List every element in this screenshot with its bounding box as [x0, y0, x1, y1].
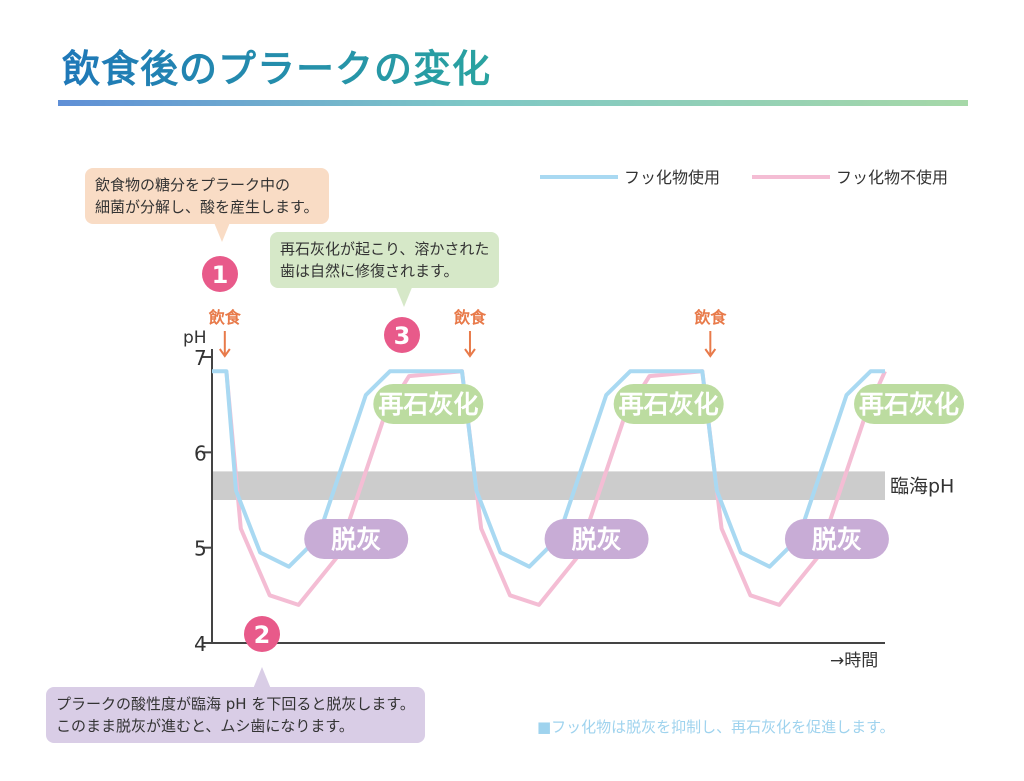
- meal-arrowhead: [464, 348, 476, 358]
- meal-arrowhead: [218, 348, 231, 358]
- demineral-label: 脱灰: [812, 525, 862, 554]
- callout-sugar-line-2: 細菌が分解し、酸を産生します。: [95, 198, 319, 216]
- callout-demineral: プラークの酸性度が臨海 pH を下回ると脱灰します。 このまま脱灰が進むと、ムシ…: [46, 687, 425, 743]
- step-badge-2-number: 2: [254, 621, 271, 649]
- step-badge-1-number: 1: [212, 261, 229, 289]
- callout-demineral-tail: [253, 667, 271, 689]
- remineral-pill: [854, 384, 965, 424]
- legend-label-fluoride: フッ化物使用: [624, 168, 720, 187]
- step-badge-2: [244, 616, 280, 652]
- y-tick-label: 4: [194, 632, 207, 656]
- y-tick-label: 7: [194, 346, 207, 370]
- meal-arrowhead: [704, 348, 717, 358]
- page-title: 飲食後のプラークの変化: [62, 38, 491, 93]
- y-tick-label: 5: [194, 537, 207, 561]
- callout-remineral: 再石灰化が起こり、溶かされた 歯は自然に修復されます。: [270, 232, 500, 288]
- callout-demineral-line-1: プラークの酸性度が臨海 pH を下回ると脱灰します。: [56, 695, 415, 713]
- meal-label: 飲食: [208, 308, 242, 327]
- callout-sugar-line-1: 飲食物の糖分をプラーク中の: [95, 176, 291, 194]
- x-axis-label: →時間: [830, 651, 878, 671]
- demineral-pill: [544, 519, 649, 559]
- step-badge-3: [384, 317, 420, 353]
- remineral-label: 再石灰化: [859, 390, 959, 419]
- meal-label: 飲食: [693, 308, 727, 327]
- y-tick-label: 6: [194, 441, 207, 465]
- title-underline: [58, 100, 968, 106]
- callout-sugar-tail: [213, 220, 231, 242]
- demineral-label: 脱灰: [331, 525, 381, 554]
- step-badge-3-number: 3: [394, 322, 411, 350]
- callout-demineral-line-2: このまま脱灰が進むと、ムシ歯になります。: [56, 717, 354, 735]
- callout-remineral-tail: [395, 285, 413, 307]
- critical-ph-band: [212, 471, 885, 500]
- remineral-label: 再石灰化: [619, 390, 719, 419]
- series-line-no-fluoride: [224, 369, 887, 607]
- callout-remineral-line-1: 再石灰化が起こり、溶かされた: [280, 240, 490, 258]
- footnote: ■フッ化物は脱灰を抑制し、再石灰化を促進します。: [537, 718, 895, 736]
- y-axis-label: pH: [183, 328, 207, 348]
- remineral-label: 再石灰化: [378, 390, 478, 419]
- legend-label-no-fluoride: フッ化物不使用: [836, 168, 948, 187]
- callout-sugar: 飲食物の糖分をプラーク中の 細菌が分解し、酸を産生します。: [85, 168, 329, 224]
- meal-label: 飲食: [453, 308, 487, 327]
- critical-ph-label: 臨海pH: [890, 476, 954, 498]
- remineral-pill: [613, 384, 724, 424]
- demineral-label: 脱灰: [572, 525, 622, 554]
- remineral-pill: [373, 384, 484, 424]
- demineral-pill: [784, 519, 889, 559]
- step-badge-1: [202, 256, 238, 292]
- callout-remineral-line-2: 歯は自然に修復されます。: [280, 262, 459, 280]
- demineral-pill: [304, 519, 409, 559]
- series-line-fluoride: [212, 369, 885, 569]
